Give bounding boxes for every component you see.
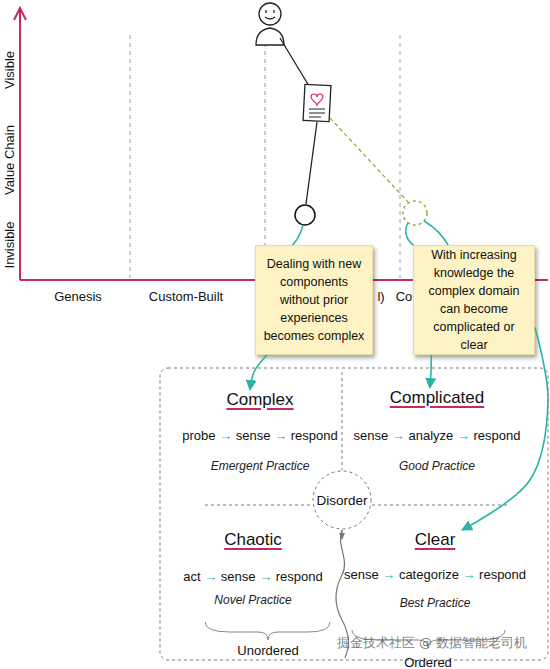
balloon-knot <box>339 533 345 540</box>
axis-arrowhead <box>14 8 26 20</box>
user-eye <box>273 10 274 13</box>
step-word: sense <box>354 428 392 443</box>
divider-line <box>342 372 343 470</box>
step-arrow: → <box>457 428 470 443</box>
axis-label: Invisible <box>2 222 17 269</box>
evolution-stage: Co <box>396 289 413 304</box>
step-word: sense <box>217 569 259 584</box>
sticky-note: With increasing knowledge the complex do… <box>413 245 535 355</box>
flow-arrow <box>250 355 267 390</box>
flow-arrow <box>462 328 548 531</box>
grid-line <box>400 35 401 278</box>
step-word: probe <box>182 428 219 443</box>
watermark: 掘金技术社区 @ 数据智能老司机 <box>337 634 527 652</box>
evolution-stage: l) <box>377 289 384 304</box>
grid-line <box>265 35 266 278</box>
heart-symbol <box>311 94 323 105</box>
sticky-note: Dealing with new components without prio… <box>255 245 373 355</box>
user-smile <box>265 17 275 19</box>
domain-quadrant: Complex probe → sense → respondEmergent P… <box>165 390 355 474</box>
evolved-component-circle <box>403 201 427 225</box>
quadrant-dividers <box>205 372 510 540</box>
evolution-stage: Genesis <box>54 289 102 304</box>
domain-process: sense → categorize → respond <box>344 567 526 583</box>
step-arrow: → <box>259 569 272 584</box>
step-arrow: → <box>382 567 395 582</box>
disorder-circle: Disorder <box>312 470 372 530</box>
step-arrow: → <box>274 428 287 443</box>
note-text: Dealing with new components without prio… <box>261 255 367 345</box>
leader-line <box>424 221 450 248</box>
domain-quadrant: Complicated sense → analyze → respondGood… <box>347 388 527 474</box>
step-word: respond <box>287 428 338 443</box>
step-arrow: → <box>462 567 475 582</box>
axis-label: Visible <box>2 51 17 89</box>
dependency-line <box>280 38 309 86</box>
step-word: analyze <box>405 428 457 443</box>
practice-label: Emergent Practice <box>211 458 310 474</box>
group-label: Ordered <box>404 655 452 669</box>
value-chain-axis <box>19 9 21 280</box>
axis-title: Value Chain <box>2 125 17 195</box>
brace <box>205 622 330 640</box>
document-line <box>309 117 321 118</box>
user-body <box>256 28 284 45</box>
step-word: respond <box>475 567 526 582</box>
step-arrow: → <box>392 428 405 443</box>
practice-label: Novel Practice <box>214 592 291 608</box>
evolution-gridlines <box>130 35 400 278</box>
domain-process: probe → sense → respond <box>182 428 337 444</box>
domain-title: Complex <box>226 390 293 410</box>
domain-quadrant: Chaotic act → sense → respondNovel Practi… <box>163 530 343 608</box>
domain-process: act → sense → respond <box>183 569 322 585</box>
document-line <box>309 113 325 114</box>
domain-title: Complicated <box>390 388 485 408</box>
document-shape <box>303 84 331 121</box>
step-word: act <box>183 569 204 584</box>
step-arrow: → <box>204 569 217 584</box>
step-word: sense <box>232 428 274 443</box>
practice-label: Best Practice <box>400 595 471 611</box>
step-arrow: → <box>219 428 232 443</box>
axes <box>14 8 548 280</box>
practice-label: Good Practice <box>399 458 475 474</box>
evolution-line <box>330 118 408 202</box>
divider-line <box>205 505 312 506</box>
need-document <box>303 84 331 121</box>
note-text: With increasing knowledge the complex do… <box>419 246 529 354</box>
domain-title: Clear <box>415 530 456 550</box>
dependency-line <box>306 122 317 204</box>
document-line <box>309 109 325 110</box>
user-eye <box>265 10 266 13</box>
user-head <box>259 3 281 25</box>
component-circle <box>295 205 315 225</box>
step-word: categorize <box>395 567 462 582</box>
step-word: respond <box>272 569 323 584</box>
step-word: sense <box>344 567 382 582</box>
domain-process: sense → analyze → respond <box>354 428 521 444</box>
domain-title: Chaotic <box>224 530 282 550</box>
step-word: respond <box>470 428 521 443</box>
flow-arrow <box>430 355 432 388</box>
disorder-label: Disorder <box>316 493 367 508</box>
group-label: Unordered <box>237 643 298 658</box>
divider-line <box>372 505 510 506</box>
grid-line <box>130 35 131 278</box>
cynefin-frame <box>160 368 548 660</box>
evolution-stage: Custom-Built <box>149 289 223 304</box>
disorder-circle-shape <box>313 471 371 529</box>
domain-quadrant: Clear sense → categorize → respondBest Pr… <box>345 530 525 611</box>
